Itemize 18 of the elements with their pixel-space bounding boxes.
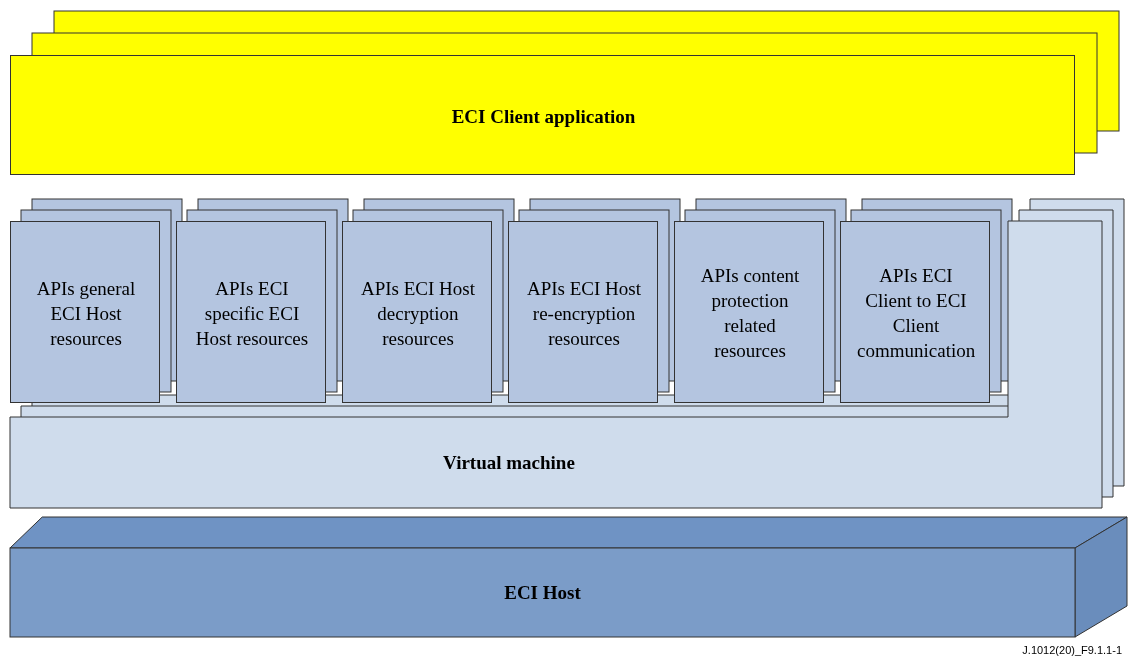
api-box: [10, 221, 160, 403]
node-label: Virtual machine: [443, 451, 575, 475]
figure-id: J.1012(20)_F9.1.1-1: [1022, 644, 1122, 656]
api-box: [342, 221, 492, 403]
node-label: APIs ECI Client to ECI Client communication: [857, 264, 975, 363]
api-box: [176, 221, 326, 403]
node-label: APIs ECI Host re-encryption resources: [526, 276, 642, 351]
node-label: ECI Client application: [451, 104, 636, 129]
node-label: APIs content protection related resources: [699, 264, 801, 363]
node-label: APIs ECI specific ECI Host resources: [194, 276, 310, 351]
node-label: APIs ECI Host decryption resources: [360, 276, 476, 351]
api-box: [508, 221, 658, 403]
node-label: ECI Host: [504, 581, 581, 605]
api-box: [674, 221, 824, 403]
api-box: [840, 221, 990, 403]
application-box: [10, 55, 1075, 175]
node-label: APIs general ECI Host resources: [35, 276, 137, 351]
virtual-machine-band: [10, 221, 1102, 508]
